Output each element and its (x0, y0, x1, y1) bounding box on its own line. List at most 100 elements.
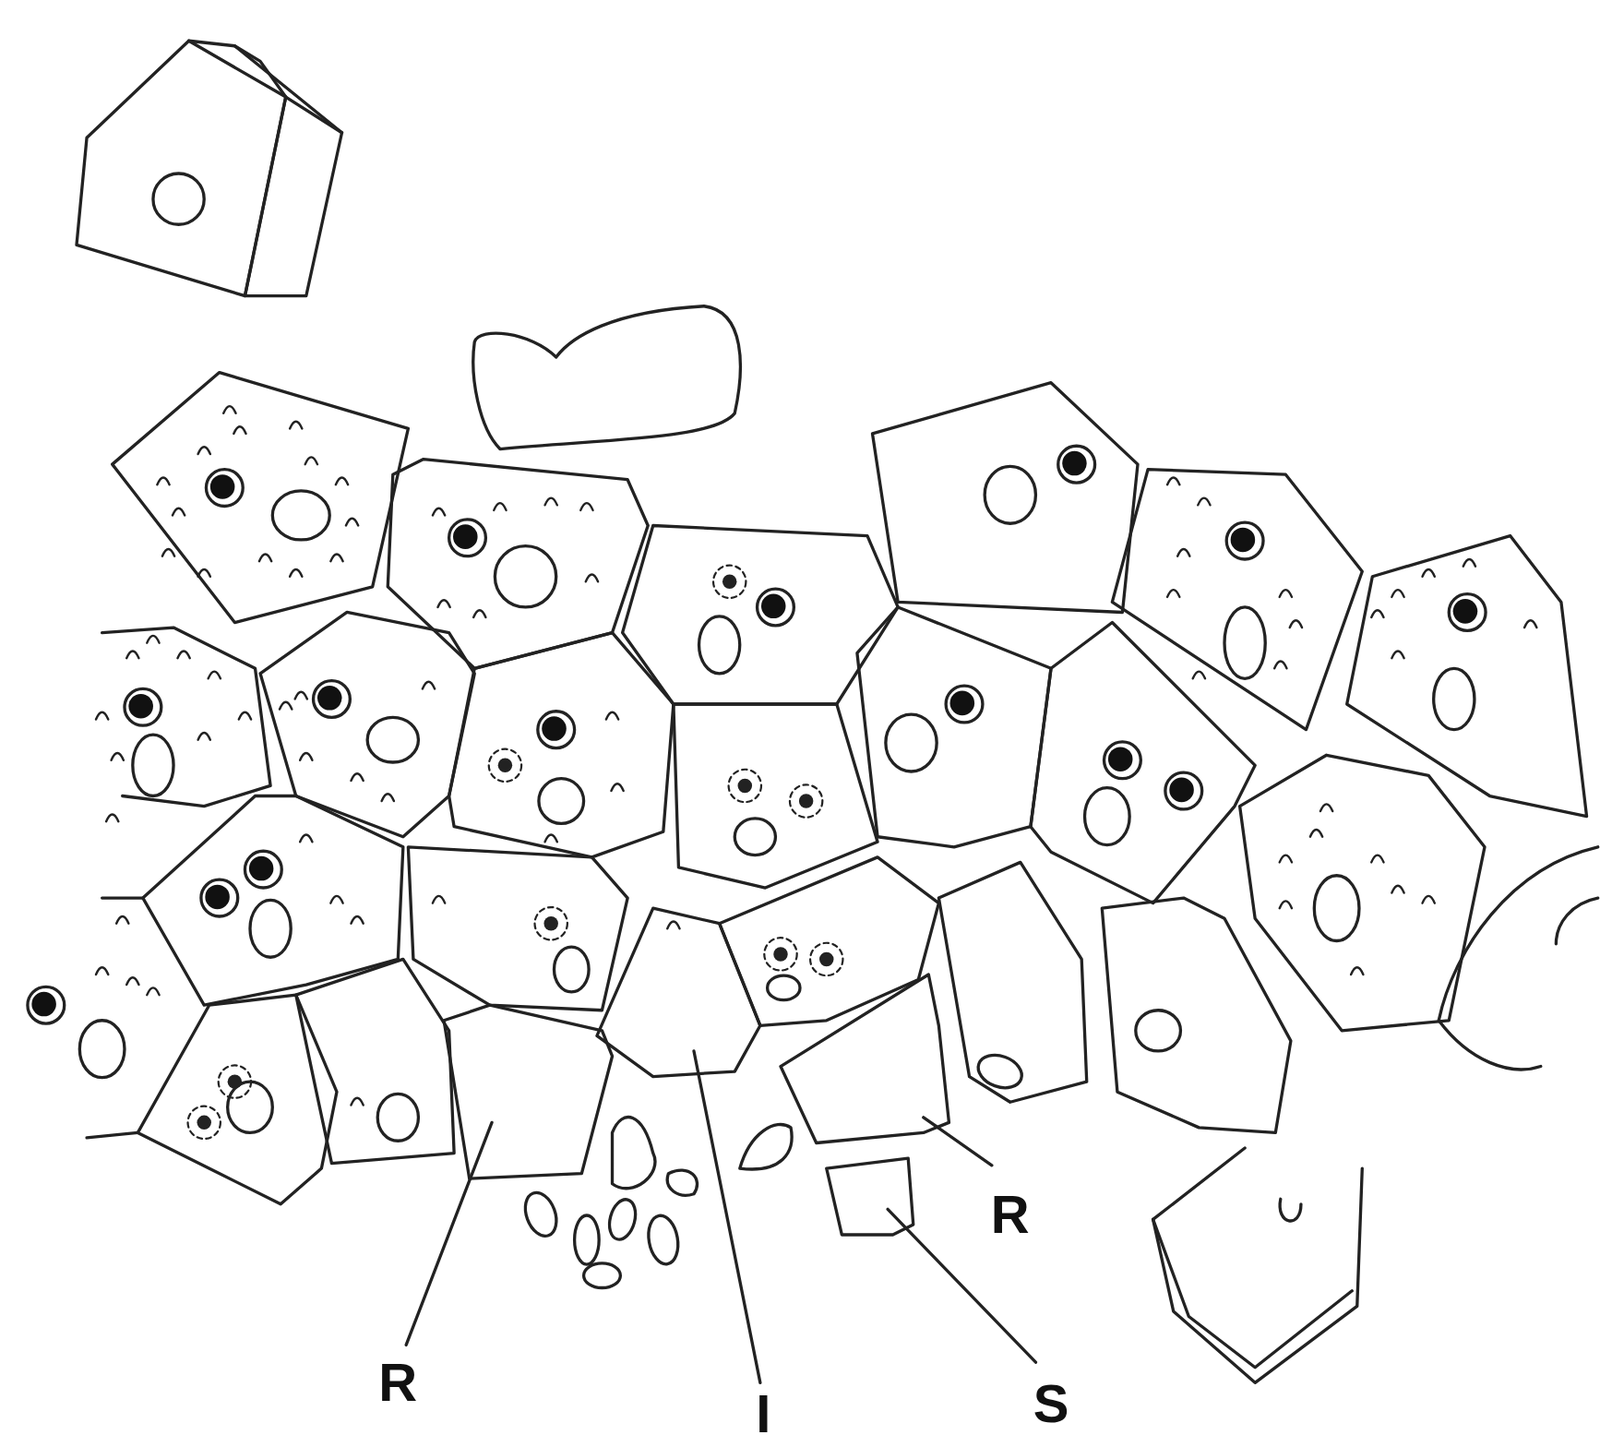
granule-arc (299, 752, 312, 761)
granule-core (819, 952, 834, 967)
granule-arc (1371, 855, 1384, 863)
nucleolus-ring (313, 680, 351, 718)
granule-arc (146, 635, 159, 644)
granule-arc (1422, 569, 1435, 577)
granule-arc (1310, 829, 1323, 837)
nucleolus (249, 856, 275, 882)
granule-core (543, 916, 558, 931)
granule-arc (198, 446, 211, 454)
granule-arc (473, 609, 486, 618)
granule-core (722, 574, 737, 589)
granule-arc (126, 977, 139, 985)
granule-arc (1289, 620, 1302, 628)
granule-arc (1371, 609, 1384, 618)
granule-arc (126, 650, 139, 658)
part-label: I (755, 1386, 771, 1441)
nucleolus-ring (757, 588, 795, 626)
granule-arc (667, 921, 680, 930)
granule-arc (223, 405, 236, 414)
dashed-granule (764, 937, 797, 970)
granule-arc (1391, 650, 1404, 658)
granule-arc (259, 553, 272, 562)
granule-arc (289, 421, 302, 430)
granule-core (799, 793, 813, 808)
dashed-granule (188, 1106, 221, 1139)
leader-lines (405, 1050, 1036, 1383)
dashed-granule (218, 1064, 251, 1098)
granule-arc (585, 574, 598, 583)
nucleolus (761, 594, 787, 620)
granule-arc (1279, 589, 1292, 598)
granule-arc (1279, 900, 1292, 908)
granule-arc (238, 712, 251, 720)
granule-arc (233, 426, 246, 434)
granule-arc (295, 692, 308, 700)
nucleolus (204, 884, 230, 910)
nucleolus (317, 685, 343, 711)
nucleolus (1453, 598, 1479, 624)
nucleolus (453, 524, 478, 550)
dashed-granule (728, 769, 762, 802)
nucleolus (210, 474, 236, 500)
nucleolus-ring (201, 879, 239, 917)
granule-arc (606, 712, 619, 720)
granule-arc (1350, 967, 1363, 975)
granule-arc (422, 681, 435, 690)
granule-arc (610, 783, 623, 791)
nucleolus-ring (449, 519, 487, 557)
granule-arc (156, 477, 169, 486)
granule-arc (1193, 671, 1206, 680)
granule-arc (330, 553, 343, 562)
nucleolus (31, 991, 57, 1017)
granule-arc (198, 732, 211, 741)
nucleolus-ring (537, 711, 575, 749)
granule-arc (95, 967, 108, 975)
nucleolus-ring (945, 685, 983, 723)
part-label: R (991, 1187, 1030, 1242)
granule-arc (208, 671, 221, 680)
cell-granules (27, 405, 1537, 1139)
granule-arc (279, 702, 292, 710)
granule-arc (1274, 661, 1287, 669)
granule-arc (1391, 589, 1404, 598)
granule-arc (111, 752, 124, 761)
nucleolus (1108, 746, 1134, 772)
granule-arc (545, 835, 558, 843)
nucleolus-ring (1448, 594, 1486, 632)
part-label: R (378, 1355, 418, 1409)
granule-arc (299, 835, 312, 843)
dashed-granule (789, 784, 823, 817)
nucleolus-ring (1104, 741, 1142, 779)
granule-arc (177, 650, 190, 658)
nucleolus (541, 716, 567, 741)
granule-arc (432, 508, 445, 516)
nucleolus-ring (205, 469, 243, 507)
dashed-granule (534, 907, 567, 940)
granule-core (773, 946, 788, 961)
nucleolus (1169, 777, 1195, 803)
granule-arc (1391, 885, 1404, 894)
granule-arc (1463, 559, 1476, 567)
granule-arc (1167, 589, 1180, 598)
granule-core (738, 778, 753, 793)
granule-arc (335, 477, 348, 486)
dashed-granule (713, 565, 746, 598)
nucleolus (950, 691, 976, 717)
granule-arc (1320, 803, 1333, 812)
granule-arc (116, 916, 129, 924)
granule-arc (350, 916, 363, 924)
granule-arc (545, 498, 558, 506)
granule-core (227, 1074, 242, 1088)
dashed-granule (810, 943, 843, 976)
nucleolus-ring (1058, 445, 1096, 483)
granule-arc (1524, 620, 1537, 628)
granule-arc (350, 773, 363, 781)
nucleolus (1062, 451, 1087, 477)
granule-arc (580, 502, 593, 511)
granule-arc (437, 599, 450, 608)
nucleolus-ring (244, 850, 282, 888)
granule-arc (330, 895, 343, 904)
cell-walls (76, 40, 1599, 1383)
granule-arc (146, 987, 159, 995)
